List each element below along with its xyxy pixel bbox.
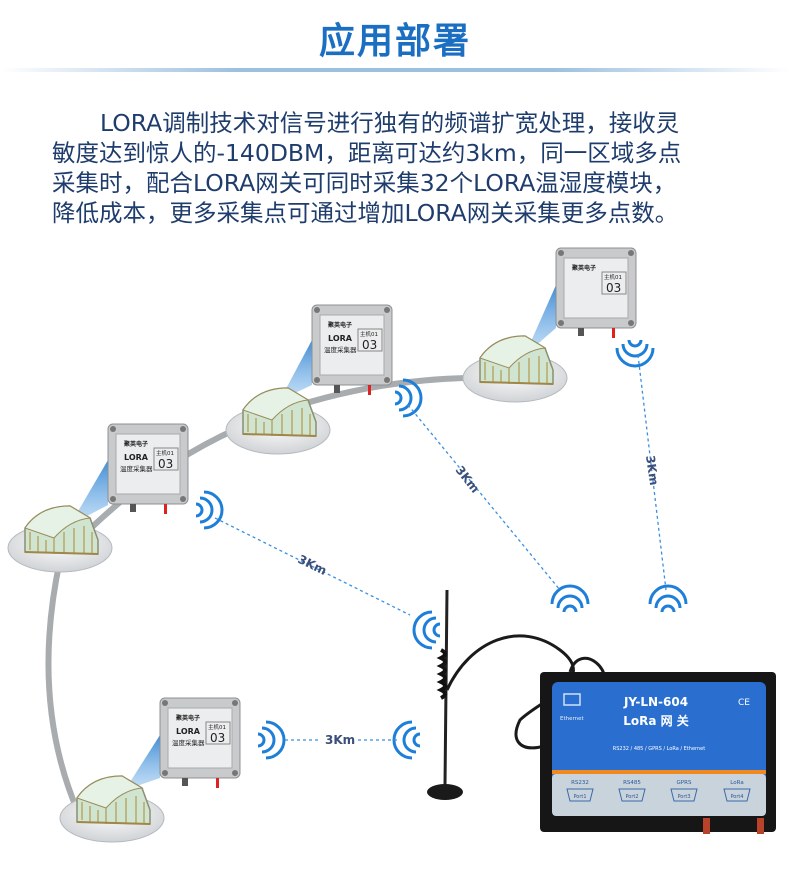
- description-line: 降低成本，更多采集点可通过增加LORA网关采集更多点数。: [52, 199, 679, 227]
- signal-beam: [70, 460, 108, 525]
- sensor-type: 温度采集器: [120, 464, 153, 473]
- page-title: 应用部署: [318, 21, 471, 62]
- sensor-brand: 聚英电子: [175, 714, 200, 722]
- port-label: Port1: [573, 794, 586, 800]
- sensor-type: 温度采集器: [172, 738, 205, 747]
- ethernet-label: Ethernet: [560, 716, 585, 722]
- sensor-model: LORA: [176, 727, 201, 736]
- title-divider: [0, 68, 790, 72]
- port-label: Port3: [677, 794, 690, 800]
- lora-sensor: 聚英电子 LORA 温度采集器 主机01 03: [107, 423, 189, 515]
- sensor-brand: 聚英电子: [571, 264, 596, 272]
- wireless-signal-icon: [615, 338, 655, 368]
- ce-mark: CE: [738, 698, 750, 708]
- link-line: [407, 404, 561, 591]
- distance-label: 3Km: [325, 733, 355, 747]
- port-name: GPRS: [677, 780, 692, 786]
- description-paragraph: LORA调制技术对信号进行独有的频谱扩宽处理，接收灵 敏度达到惊人的-140DB…: [52, 108, 752, 228]
- wireless-signal-icon: [256, 720, 286, 760]
- sensor-number: 03: [606, 281, 621, 295]
- signal-beam: [125, 735, 160, 790]
- sensor-type: 温度采集器: [324, 345, 357, 354]
- gateway-protocols: RS232 / 485 / GPRS / LoRa / Ethernet: [613, 746, 705, 752]
- wireless-signal-icon: [392, 720, 422, 760]
- sensor-number: 03: [210, 731, 225, 745]
- sensor-number: 03: [362, 338, 377, 352]
- sensor-number: 03: [158, 457, 173, 471]
- greenhouse-icon: [462, 335, 568, 403]
- lora-gateway: Ethernet JY-LN-604 LoRa 网 关 CE RS232 / 4…: [540, 672, 776, 834]
- wireless-signal-icon: [412, 610, 442, 650]
- lora-sensor: 聚英电子 LORA 温度采集器 主机01 03: [159, 697, 241, 789]
- description-line: 采集时，配合LORA网关可同时采集32个LORA温湿度模块，: [52, 169, 677, 197]
- port-label: Port4: [730, 794, 743, 800]
- distance-label: 3Km: [643, 454, 661, 486]
- description-line: LORA调制技术对信号进行独有的频谱扩宽处理，接收灵: [100, 109, 680, 137]
- greenhouse-icon: [7, 505, 113, 573]
- port-name: LoRa: [730, 780, 743, 786]
- ethernet-icon: [563, 693, 581, 706]
- description-line: 敏度达到惊人的-140DBM，距离可达约3km，同一区域多点: [52, 139, 682, 167]
- greenhouse-icon: [59, 775, 165, 843]
- gateway-model: JY-LN-604: [623, 695, 688, 709]
- wireless-signal-icon: [550, 584, 590, 614]
- sensor-brand: 聚英电子: [327, 321, 352, 329]
- wireless-signal-icon: [648, 584, 688, 614]
- wireless-signal-icon: [194, 490, 224, 530]
- port-label: Port2: [625, 794, 638, 800]
- lora-sensor: 聚英电子 LORA 温度采集器 主机01 03: [311, 304, 393, 396]
- link-line: [214, 517, 411, 616]
- sensor-host: 主机01: [360, 330, 378, 338]
- port-name: RS485: [623, 780, 641, 786]
- sensor-host: 主机01: [604, 273, 622, 281]
- signal-beam: [525, 285, 556, 355]
- port-name: RS232: [571, 780, 589, 786]
- sensor-brand: 聚英电子: [123, 440, 148, 448]
- lora-sensor: 聚英电子 主机01 03: [555, 247, 637, 339]
- sensor-host: 主机01: [156, 449, 174, 457]
- signal-beam: [280, 340, 312, 400]
- sensor-model: LORA: [124, 453, 149, 462]
- sensor-host: 主机01: [208, 723, 226, 731]
- gateway-name: LoRa 网 关: [623, 713, 689, 728]
- distance-label: 3Km: [296, 552, 329, 578]
- sensor-model: LORA: [328, 334, 353, 343]
